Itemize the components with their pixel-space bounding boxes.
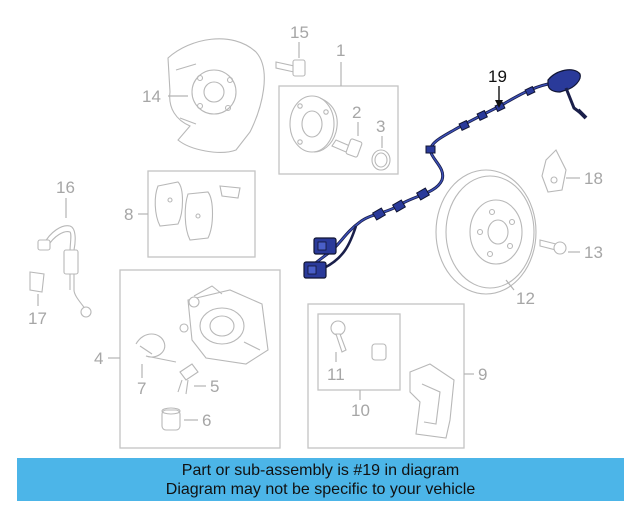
callout-19[interactable]: 19 <box>488 67 507 86</box>
part-17-clip[interactable] <box>29 271 45 293</box>
callout-18[interactable]: 18 <box>584 169 603 188</box>
exploded-parts-diagram: 14 15 1 2 3 16 17 <box>28 23 603 449</box>
callout-6[interactable]: 6 <box>202 411 211 430</box>
callout-4[interactable]: 4 <box>94 349 103 368</box>
part-19-abs-sensor-harness[interactable] <box>303 69 588 279</box>
info-banner: Part or sub-assembly is #19 in diagram D… <box>17 458 624 501</box>
part-14-splash-shield[interactable] <box>167 38 265 153</box>
part-16-brake-hose[interactable] <box>37 225 92 318</box>
banner-line-2: Diagram may not be specific to your vehi… <box>165 480 476 498</box>
banner-line-1: Part or sub-assembly is #19 in diagram <box>181 461 460 479</box>
callout-14[interactable]: 14 <box>142 87 161 106</box>
part-13-screw[interactable] <box>539 239 567 255</box>
part-5-bleeder[interactable] <box>177 363 199 395</box>
leader-19-arrow <box>495 100 503 108</box>
part-4-caliper[interactable] <box>179 285 269 365</box>
part-11-guide-pin[interactable] <box>330 320 387 361</box>
callout-1[interactable]: 1 <box>336 41 345 60</box>
callout-8[interactable]: 8 <box>124 205 133 224</box>
part-7-spring-clip[interactable] <box>135 333 177 363</box>
part-6-bushing[interactable] <box>161 407 181 431</box>
callout-9[interactable]: 9 <box>478 365 487 384</box>
part-3-cap[interactable] <box>371 149 391 171</box>
callout-16[interactable]: 16 <box>56 178 75 197</box>
callout-3[interactable]: 3 <box>376 117 385 136</box>
box-part-11 <box>317 313 401 391</box>
part-9-caliper-bracket[interactable] <box>409 363 455 439</box>
callout-15[interactable]: 15 <box>290 23 309 42</box>
callout-12[interactable]: 12 <box>516 289 535 308</box>
part-12-brake-rotor[interactable] <box>435 169 537 295</box>
part-15-bolt[interactable] <box>275 59 306 77</box>
callout-2[interactable]: 2 <box>352 103 361 122</box>
callout-13[interactable]: 13 <box>584 243 603 262</box>
box-part-4 <box>119 269 281 449</box>
callout-11[interactable]: 11 <box>327 365 345 384</box>
callout-7[interactable]: 7 <box>137 379 146 398</box>
callout-10[interactable]: 10 <box>351 401 370 420</box>
part-2-axle-bolt[interactable] <box>331 138 363 158</box>
box-part-1 <box>278 85 399 175</box>
box-part-10 <box>307 303 465 449</box>
callout-5[interactable]: 5 <box>210 377 219 396</box>
part-18-sensor[interactable] <box>541 149 567 193</box>
leader-12 <box>505 279 515 291</box>
part-1-hub-bearing[interactable] <box>289 95 338 153</box>
part-8-brake-pads[interactable] <box>154 181 241 241</box>
callout-17[interactable]: 17 <box>28 309 47 328</box>
